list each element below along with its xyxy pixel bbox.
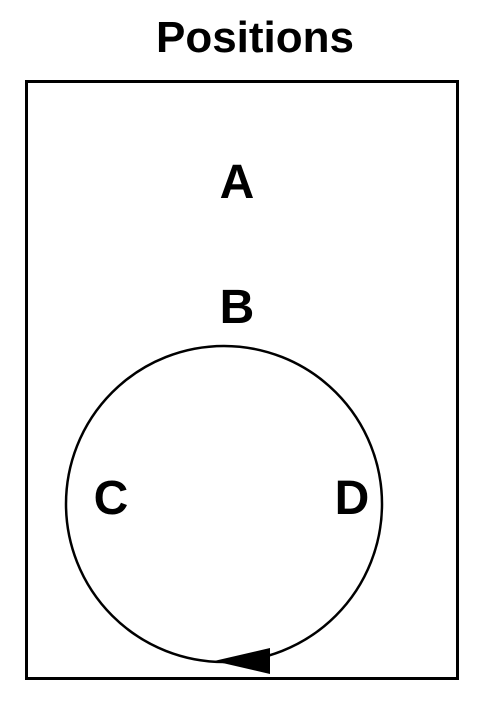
diagram-title: Positions (155, 13, 355, 62)
diagram-frame (25, 80, 459, 680)
position-label-c: C (94, 472, 129, 525)
position-label-b: B (220, 281, 255, 334)
direction-arrowhead (214, 648, 270, 674)
position-label-d: D (335, 472, 370, 525)
position-label-a: A (220, 156, 255, 209)
